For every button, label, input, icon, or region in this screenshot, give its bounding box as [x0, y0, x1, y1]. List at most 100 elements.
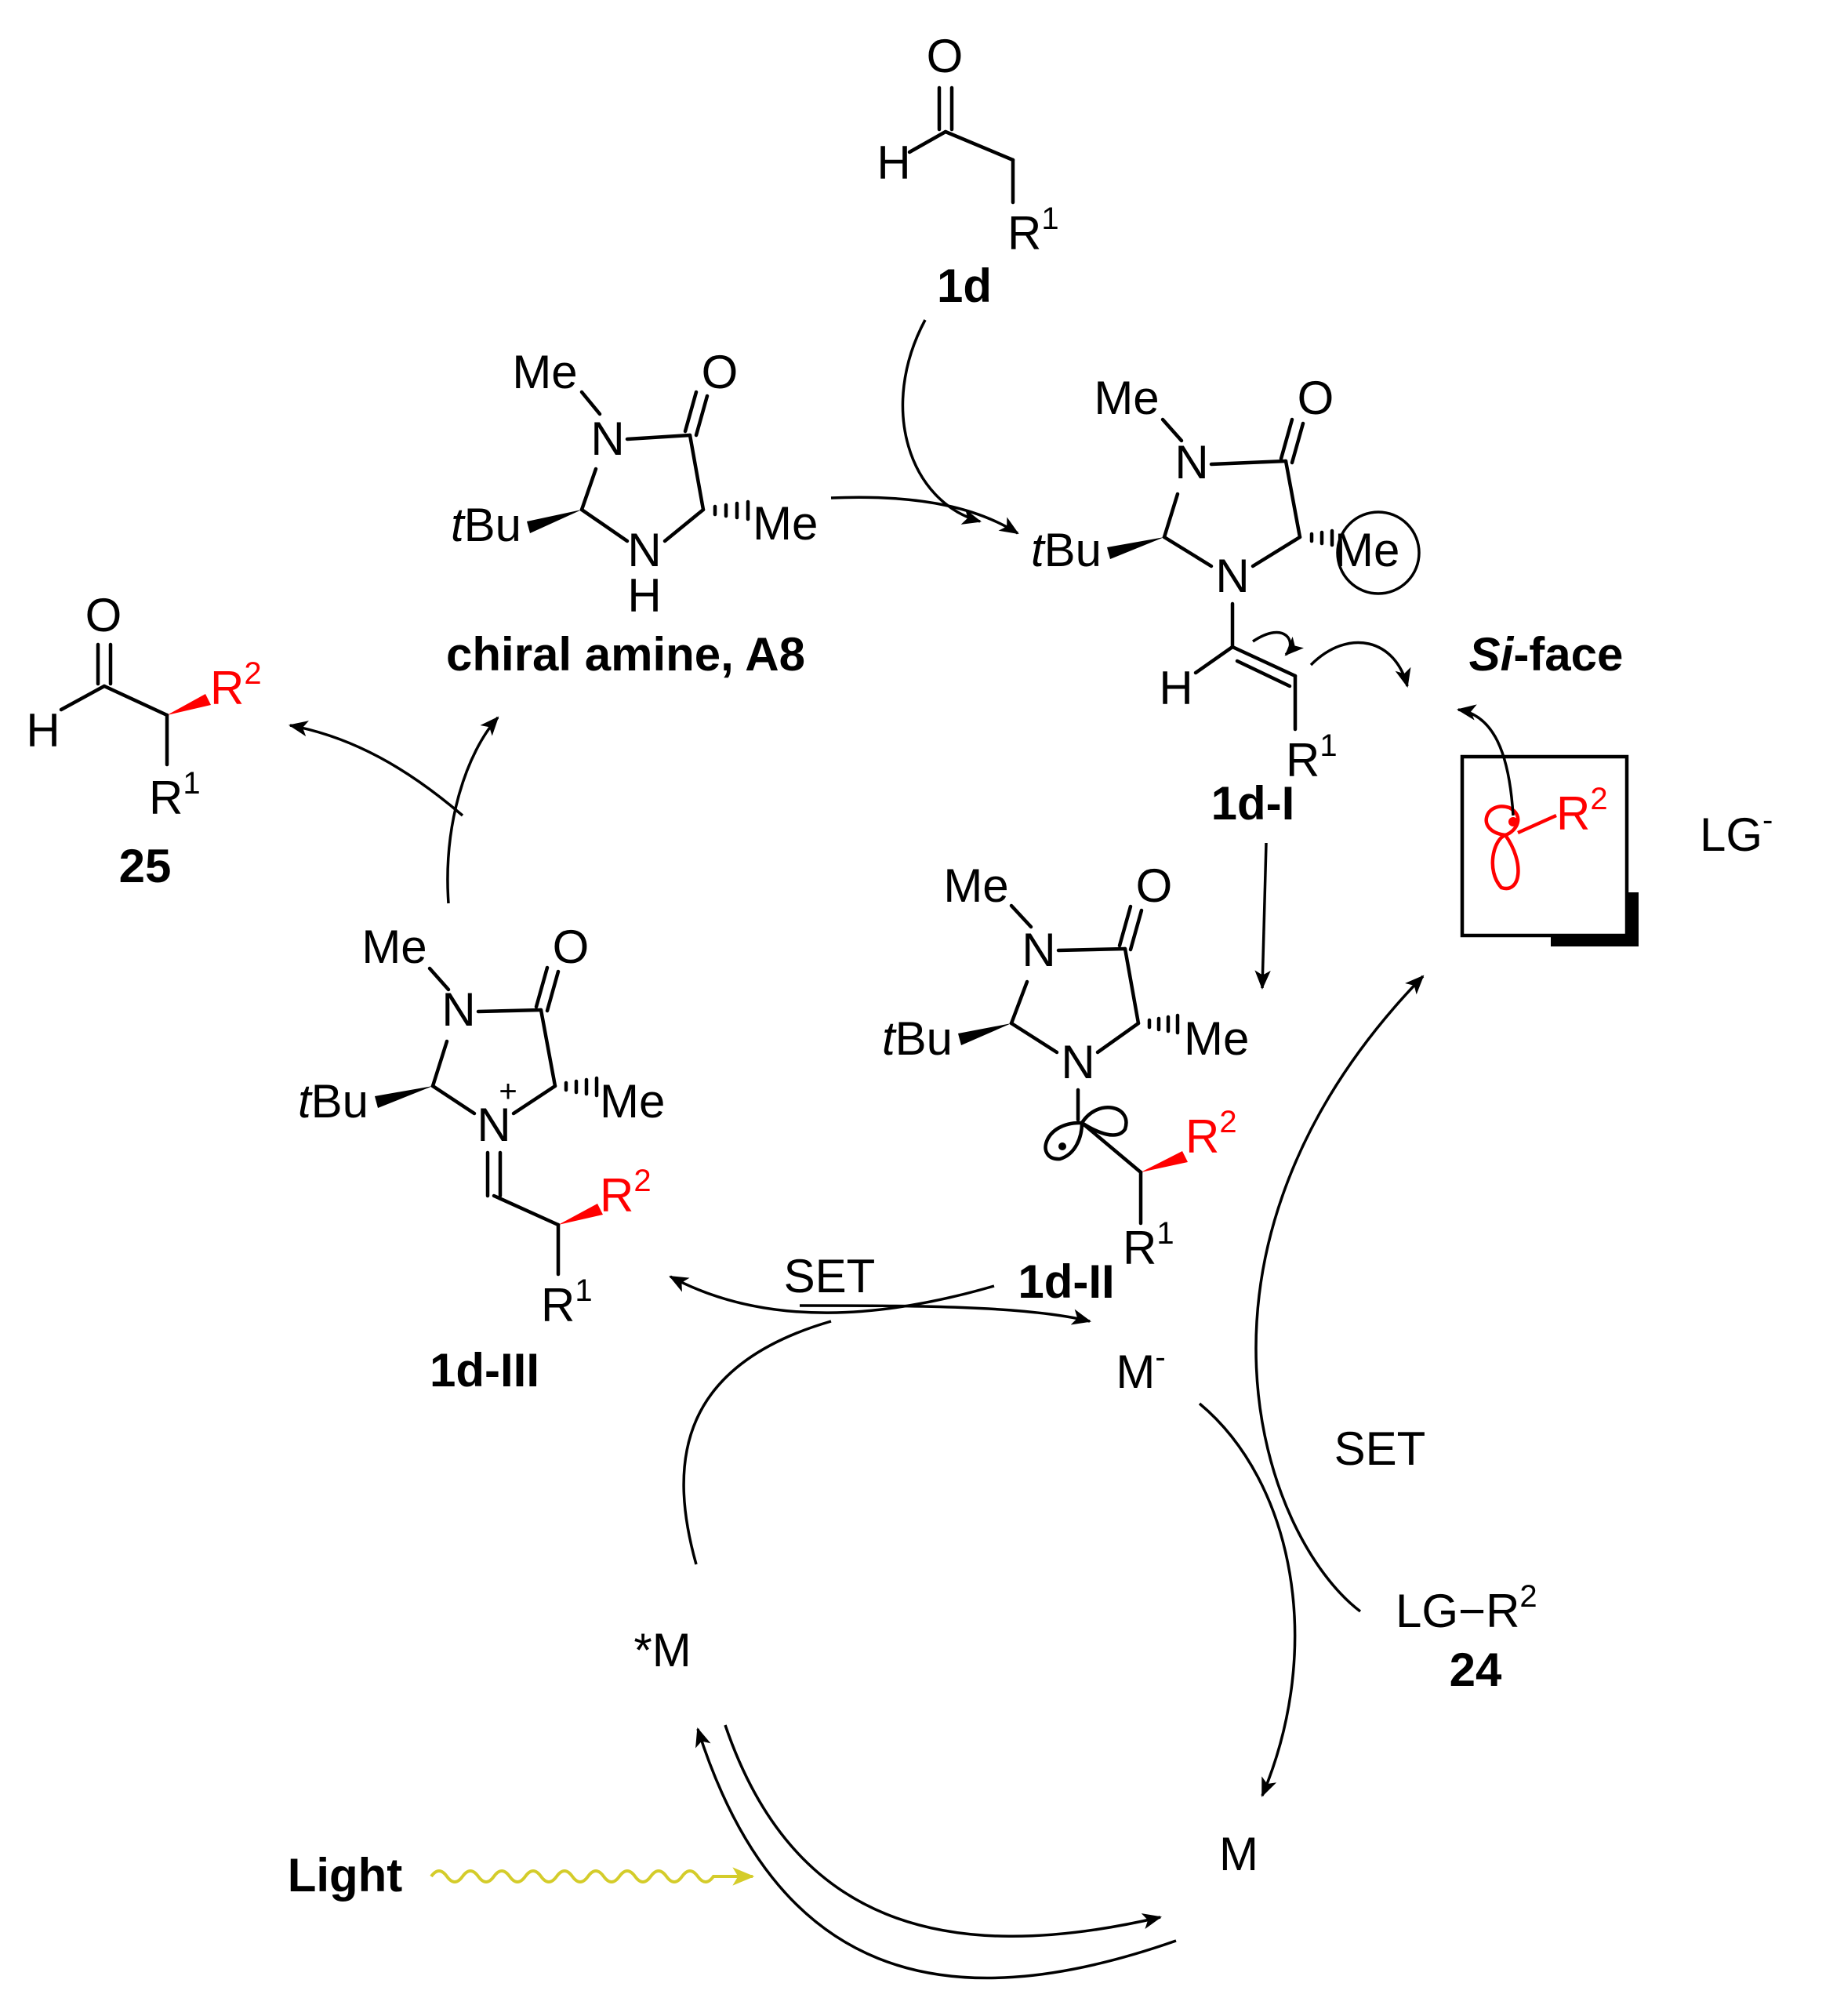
atom-O: O [1298, 372, 1334, 424]
bond [1095, 1021, 1141, 1055]
steric-circle [1336, 510, 1421, 595]
wedge-bond-icon [527, 510, 582, 533]
compound-label-1d: 1d [937, 260, 992, 312]
atom-R: R1 [1123, 1216, 1174, 1274]
bond [1251, 535, 1302, 568]
compound-label-amine: chiral amine, A8 [446, 628, 805, 681]
curved-arrow-icon [1198, 1402, 1297, 1797]
atom-R: R1 [541, 1273, 593, 1331]
compound-label-25: 25 [119, 840, 172, 892]
bond [1009, 979, 1029, 1026]
atom-H: H [877, 136, 910, 189]
hash-bond-icon [713, 499, 750, 521]
atom-O: O [1136, 859, 1173, 912]
bond [1162, 492, 1180, 539]
bond [625, 433, 692, 441]
bond [1517, 813, 1557, 835]
bond [1230, 645, 1298, 678]
methyl-label: Me [1184, 1012, 1249, 1065]
bond [683, 390, 699, 434]
bond [534, 965, 550, 1009]
tbu-label: tBu [451, 499, 521, 551]
bond [579, 390, 602, 416]
p-orbital-icon [1044, 1106, 1128, 1161]
atom-R: R1 [1007, 202, 1059, 260]
bond [1193, 645, 1235, 675]
curved-arrow-icon [1456, 704, 1515, 816]
wavy-light-arrow-icon [430, 1867, 755, 1886]
curved-arrow-icon [1254, 842, 1271, 990]
cycle-arc [682, 1320, 832, 1565]
methyl-label: Me [943, 859, 1008, 912]
atom-O: O [85, 589, 122, 641]
bond [59, 684, 107, 712]
tbu-label: tBu [298, 1075, 368, 1128]
bond [1128, 908, 1144, 952]
bond [427, 966, 451, 992]
bond [492, 1193, 561, 1227]
methyl-label: Me [361, 921, 427, 973]
r2-label: R2 [600, 1164, 652, 1222]
atom-H: H [627, 569, 661, 622]
lg-anion-label: LG- [1700, 803, 1773, 861]
atom-O: O [702, 346, 739, 398]
aldehyde-1d: O H R1 1d [877, 30, 1058, 312]
tbu-label: tBu [882, 1012, 953, 1065]
bond [1009, 1021, 1059, 1055]
radical-box: R2 [1456, 704, 1639, 946]
bond [545, 969, 561, 1013]
tbu-label: tBu [1031, 524, 1102, 576]
bond [430, 1039, 449, 1088]
r2-label: R2 [1185, 1105, 1237, 1163]
atom-R: R1 [1286, 728, 1338, 786]
bond [1283, 459, 1302, 539]
r2-label: R2 [1556, 782, 1608, 840]
m-ground-label: M [1219, 1828, 1258, 1880]
radical-1d-II: Me N O N tBu Me R2 R1 1d-II [882, 859, 1249, 1308]
plus-charge: + [499, 1074, 517, 1109]
hash-bond-icon [1147, 1013, 1180, 1035]
methyl-label: Me [1094, 372, 1159, 424]
bond [1209, 459, 1288, 467]
bond [1056, 946, 1127, 953]
wedge-bond-icon [1141, 1151, 1188, 1172]
curved-arrow-icon [1252, 630, 1305, 656]
bond [1009, 903, 1033, 929]
bond [943, 129, 1015, 162]
bond [511, 1084, 557, 1116]
wedge-bond-icon [958, 1023, 1011, 1045]
bond [579, 507, 630, 543]
chiral-amine-A8: Me N O N H tBu Me chiral amine, A8 [446, 346, 818, 681]
atom-N: N [1022, 924, 1055, 976]
compound-label-1d-III: 1d-III [430, 1344, 539, 1397]
bond [688, 433, 706, 512]
lg-r2-label: LG−R2 [1396, 1579, 1537, 1637]
bond [1117, 904, 1133, 948]
wedge-bond-icon [1107, 537, 1164, 559]
set-label-right: SET [1334, 1422, 1426, 1475]
atom-N: N [1215, 550, 1249, 602]
atom-N: N [441, 983, 475, 1036]
bond [102, 684, 169, 717]
compound-label-1d-II: 1d-II [1018, 1255, 1114, 1308]
atom-O: O [553, 921, 590, 973]
bond [907, 129, 948, 154]
p-orbital-icon [1484, 805, 1520, 891]
hash-bond-icon [1309, 529, 1334, 547]
curved-arrow-icon [830, 496, 1019, 535]
methyl-label: Me [512, 346, 577, 398]
bond [539, 1008, 557, 1088]
wedge-bond-icon [167, 694, 211, 715]
curved-arrow-icon [446, 716, 499, 904]
hash-bond-icon [564, 1076, 599, 1098]
bond [662, 507, 706, 543]
bond [1279, 417, 1294, 461]
atom-R: R1 [149, 766, 201, 824]
r2-label: R2 [210, 656, 262, 714]
atom-H: H [1159, 662, 1192, 714]
bond [476, 1008, 543, 1014]
atom-O: O [927, 30, 964, 82]
bond [694, 394, 710, 438]
atom-N: N [1061, 1036, 1094, 1088]
curved-arrow-icon [288, 721, 464, 817]
